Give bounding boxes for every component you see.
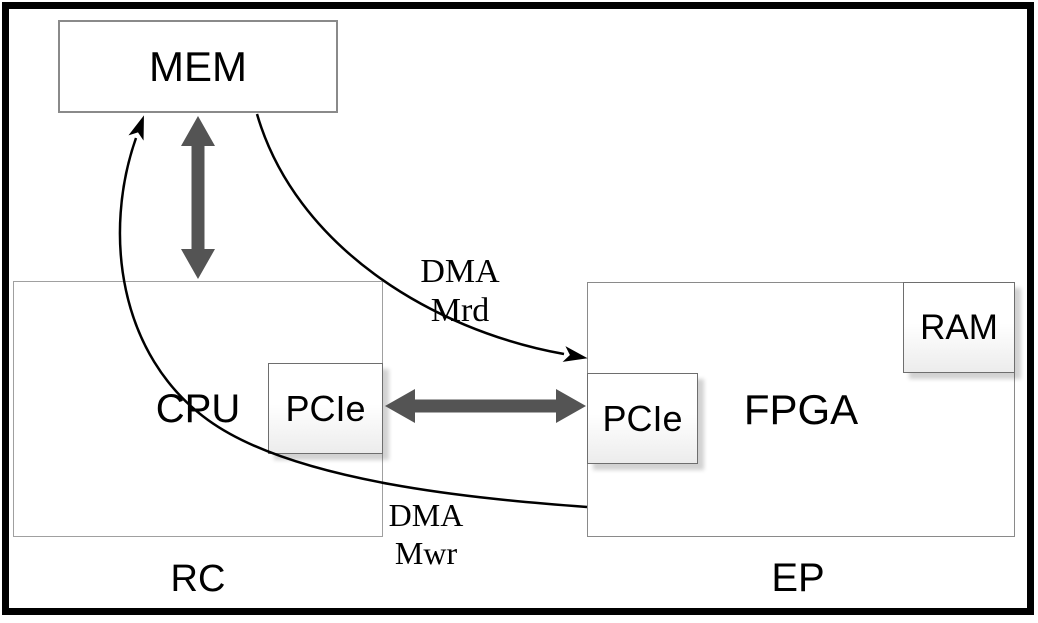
- fpga-label: FPGA: [743, 385, 859, 433]
- ram-box: RAM: [903, 282, 1015, 373]
- mem-label: MEM: [149, 42, 247, 90]
- dma-mrd-label-line1: DMA: [420, 253, 500, 290]
- ep-zone-label: EP: [771, 556, 825, 600]
- ram-label: RAM: [920, 307, 998, 347]
- fpga-pcie-box: PCIe: [587, 373, 698, 464]
- mem-box: MEM: [58, 20, 338, 113]
- rc-zone-label: RC: [170, 558, 226, 600]
- cpu-label: CPU: [155, 386, 241, 431]
- cpu-pcie-box: PCIe: [268, 363, 383, 454]
- dma-mrd-label-line2: Mrd: [430, 292, 490, 329]
- dma-mwr-label: DMA Mwr: [351, 496, 501, 572]
- fpga-pcie-label: PCIe: [602, 397, 683, 439]
- dma-mwr-label-line2: Mwr: [394, 535, 458, 571]
- dma-mrd-label: DMA Mrd: [385, 252, 535, 330]
- dma-mwr-label-line1: DMA: [388, 497, 464, 533]
- cpu-pcie-label: PCIe: [285, 387, 366, 429]
